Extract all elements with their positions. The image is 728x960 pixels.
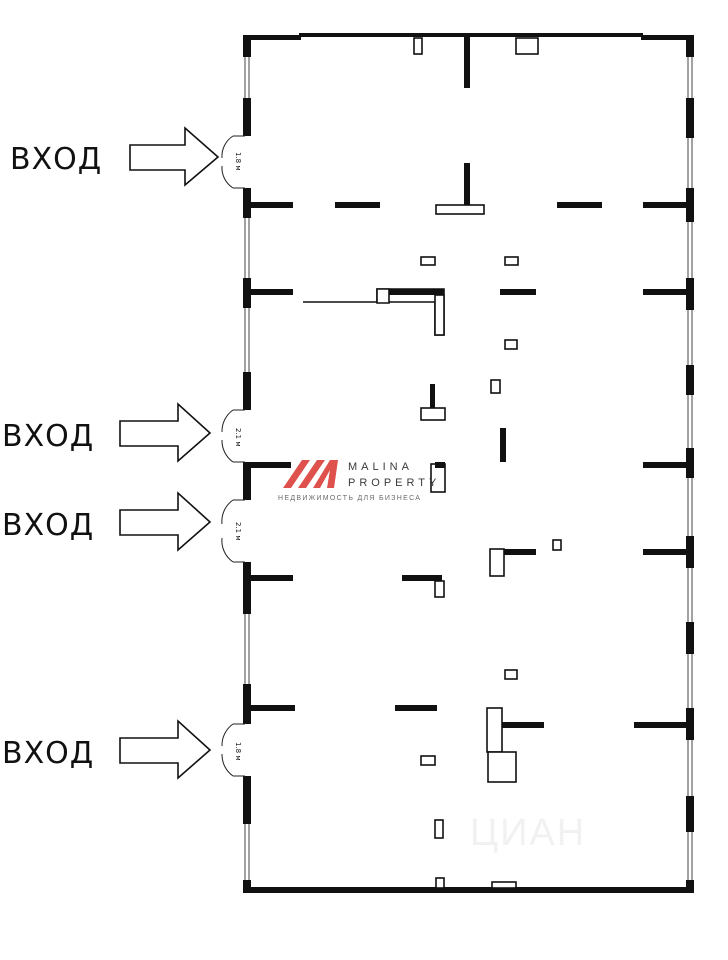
- outer-walls: [243, 33, 694, 893]
- door-1: [221, 135, 245, 189]
- interior-walls: [251, 36, 686, 728]
- entrance-label-4: ВХОД: [2, 736, 94, 771]
- entrance-arrow-1: ВХОД: [10, 126, 220, 187]
- logo-tagline: НЕДВИЖИМОСТЬ ДЛЯ БИЗНЕСА: [278, 495, 421, 502]
- arrow-right-icon: [119, 491, 212, 552]
- logo-name-line2: PROPERTY: [348, 477, 440, 489]
- entrance-arrow-2: ВХОД: [2, 402, 212, 463]
- entrance-arrow-4: ВХОД: [2, 719, 212, 780]
- columns: [413, 37, 562, 889]
- doors: [221, 135, 245, 777]
- door-width-label-4: 1.8 м: [234, 742, 242, 761]
- door-3: [221, 499, 245, 563]
- arrow-right-icon: [129, 126, 220, 187]
- logo: MALINA PROPERTY НЕДВИЖИМОСТЬ ДЛЯ БИЗНЕСА: [278, 460, 440, 502]
- door-width-label-1: 1.8 м: [234, 152, 242, 171]
- entrance-label-3: ВХОД: [2, 508, 94, 543]
- entrance-label-1: ВХОД: [10, 142, 102, 177]
- logo-mark-icon: [283, 460, 338, 488]
- door-width-label-2: 2.1 м: [234, 428, 242, 447]
- door-width-label-3: 2.1 м: [234, 522, 242, 541]
- arrow-right-icon: [119, 402, 212, 463]
- l-shaped-elements: [303, 288, 544, 783]
- arrow-right-icon: [119, 719, 212, 780]
- watermark: ЦИАН: [470, 812, 586, 854]
- door-4: [221, 723, 245, 777]
- windows: [244, 57, 693, 880]
- door-2: [221, 409, 245, 463]
- entrance-arrow-3: ВХОД: [2, 491, 212, 552]
- entrance-label-2: ВХОД: [2, 419, 94, 454]
- logo-name-line1: MALINA: [348, 461, 413, 473]
